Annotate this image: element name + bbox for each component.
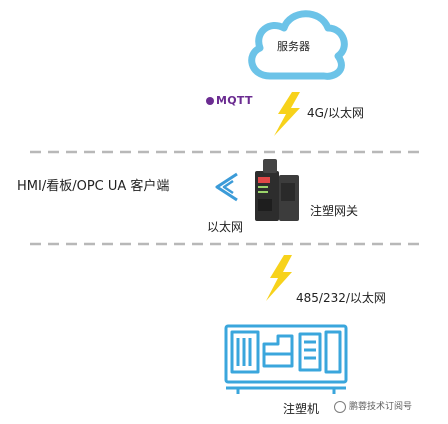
dashed-divider-top bbox=[30, 150, 420, 154]
cloud-label: 服务器 bbox=[277, 40, 310, 53]
dashed-divider-bottom bbox=[30, 242, 420, 246]
watermark: 鹏蓉技术订阅号 bbox=[334, 401, 412, 413]
lightning-bolt-top-icon bbox=[274, 92, 300, 136]
mqtt-logo-text: MQTT bbox=[216, 94, 253, 107]
client-label: HMI/看板/OPC UA 客户端 bbox=[17, 179, 170, 194]
lightning-bolt-bottom-icon bbox=[266, 255, 292, 301]
gateway-ethernet-label: 以太网 bbox=[207, 220, 244, 234]
link-bottom-label: 485/232/以太网 bbox=[296, 291, 386, 305]
gateway-device-icon bbox=[255, 159, 299, 221]
cloud-server-icon bbox=[248, 10, 348, 80]
machine-label: 注塑机 bbox=[283, 402, 320, 416]
watermark-text: 鹏蓉技术订阅号 bbox=[349, 401, 413, 412]
wireless-signal-icon bbox=[215, 172, 238, 202]
injection-molding-machine-icon bbox=[224, 324, 348, 394]
wechat-icon bbox=[334, 401, 346, 413]
mqtt-logo-mark-icon bbox=[206, 96, 214, 105]
link-top-label: 4G/以太网 bbox=[307, 106, 364, 120]
gateway-label: 注塑网关 bbox=[310, 204, 359, 218]
mqtt-logo: MQTT bbox=[206, 95, 253, 106]
